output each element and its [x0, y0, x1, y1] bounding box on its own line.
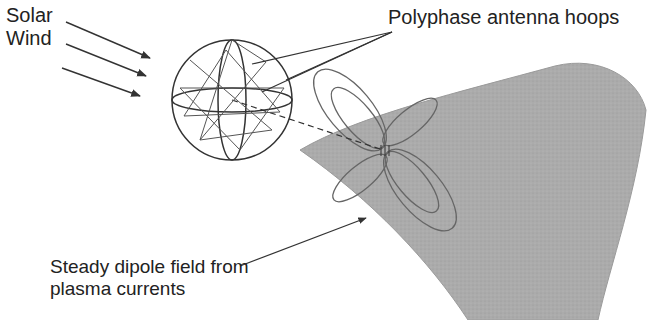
- leader-lines: [240, 32, 392, 266]
- label-text: Steady dipole field from plasma currents: [50, 256, 249, 299]
- dipole-field-lines: [301, 58, 469, 243]
- field-label: Steady dipole field from plasma currents: [50, 256, 255, 300]
- magnetosphere-plume: [300, 63, 646, 320]
- antenna-label: Polyphase antenna hoops: [388, 6, 648, 29]
- solar-wind-arrows: [62, 22, 150, 96]
- antenna-sphere: [172, 40, 292, 160]
- dipole-center: [381, 145, 389, 156]
- wind-label: Solar Wind: [6, 4, 68, 50]
- label-text: Solar Wind: [6, 4, 53, 49]
- axis-line: [232, 100, 383, 150]
- antenna-hoops: [180, 40, 284, 150]
- label-text: Polyphase antenna hoops: [388, 6, 619, 28]
